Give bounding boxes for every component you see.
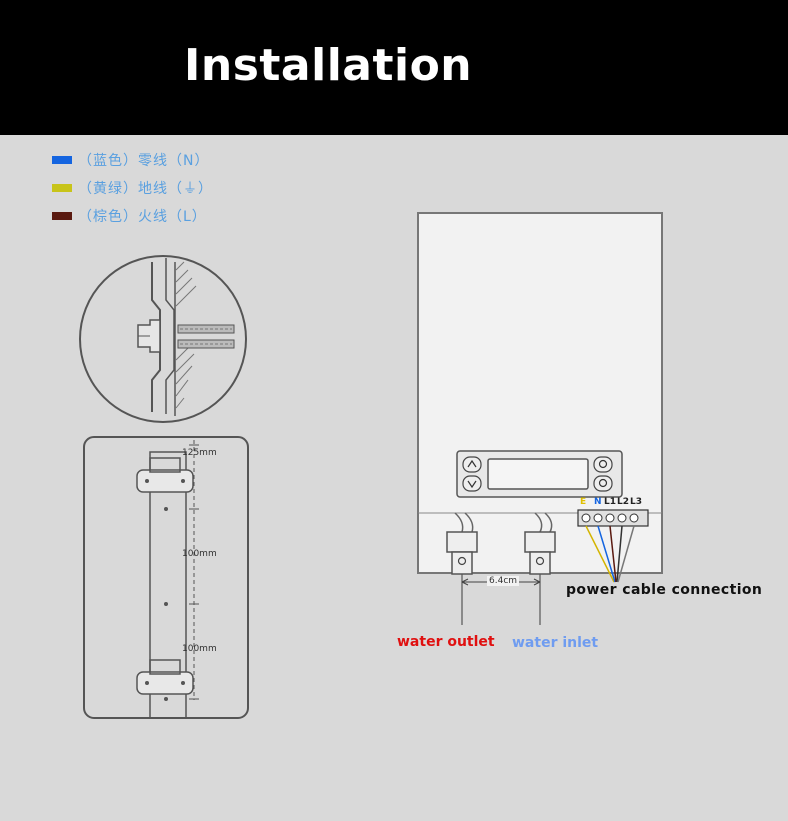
yellow-green-swatch: [52, 184, 72, 192]
terminal-l3: L3: [630, 497, 642, 507]
legend-label-live: （棕色）火线（L）: [78, 209, 207, 225]
terminal-l1: L1: [604, 497, 616, 507]
dim-bottom: 100mm: [182, 644, 217, 654]
legend-label-ground: （黄绿）地线（⏚）: [78, 181, 213, 197]
dim-mid: 100mm: [182, 549, 217, 559]
legend-label-neutral: （蓝色）零线（N）: [78, 153, 210, 169]
terminal-n: N: [594, 497, 602, 507]
dim-pipe-gap: 6.4cm: [487, 576, 520, 586]
water-heater-unit: [417, 212, 663, 625]
blue-swatch: [52, 156, 72, 164]
label-water-inlet: water inlet: [512, 635, 599, 651]
label-power-cable: power cable connection: [566, 582, 763, 598]
wall-screw-detail: [79, 255, 247, 423]
page-title: Installation: [184, 40, 473, 91]
brown-swatch: [52, 212, 72, 220]
legend-item-neutral: （蓝色）零线（N）: [52, 150, 209, 170]
mounting-bracket-detail: [83, 436, 249, 719]
dim-top: 125mm: [182, 448, 217, 458]
header-bar: Installation: [0, 0, 788, 135]
legend-item-live: （棕色）火线（L）: [52, 206, 207, 226]
legend-item-ground: （黄绿）地线（⏚）: [52, 178, 213, 198]
terminal-l2: L2: [617, 497, 629, 507]
terminal-e: E: [580, 497, 587, 507]
label-water-outlet: water outlet: [397, 634, 495, 650]
